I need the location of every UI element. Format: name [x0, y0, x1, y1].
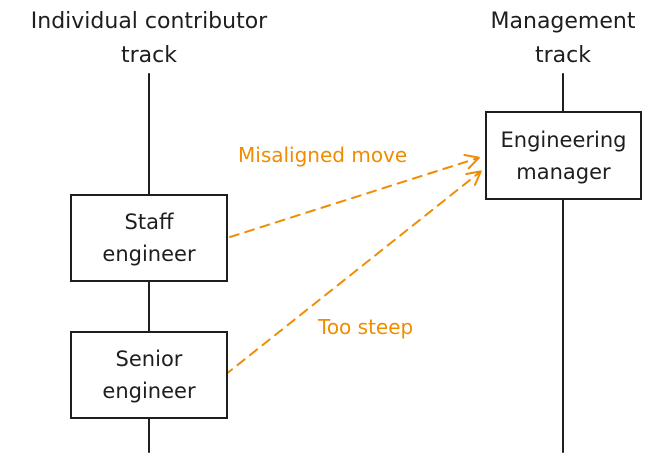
ic-track-title-line1: Individual contributor: [30, 9, 268, 34]
engineering-manager-line2: manager: [516, 159, 611, 184]
staff-engineer-node: Staff engineer: [70, 194, 228, 282]
mgmt-track-title-line1: Management: [490, 9, 636, 34]
staff-engineer-line1: Staff: [124, 210, 174, 234]
senior-engineer-line1: Senior: [115, 347, 183, 371]
engineering-manager-line1: Engineering: [500, 127, 627, 152]
senior-engineer-line2: engineer: [102, 379, 196, 403]
too-steep-label: Too steep: [318, 315, 414, 339]
engineering-manager-node: Engineering manager: [485, 111, 642, 200]
mgmt-track-title-line2: track: [535, 43, 591, 68]
misaligned-move-label: Misaligned move: [238, 143, 408, 167]
misaligned-move-arrow: [229, 153, 480, 238]
senior-engineer-node: Senior engineer: [70, 331, 228, 419]
staff-engineer-line2: engineer: [102, 242, 196, 266]
ic-track-title-line2: track: [121, 43, 177, 68]
mgmt-track-title: Management track: [470, 5, 656, 73]
too-steep-arrow: [224, 170, 482, 376]
ic-track-title: Individual contributor track: [0, 5, 298, 73]
